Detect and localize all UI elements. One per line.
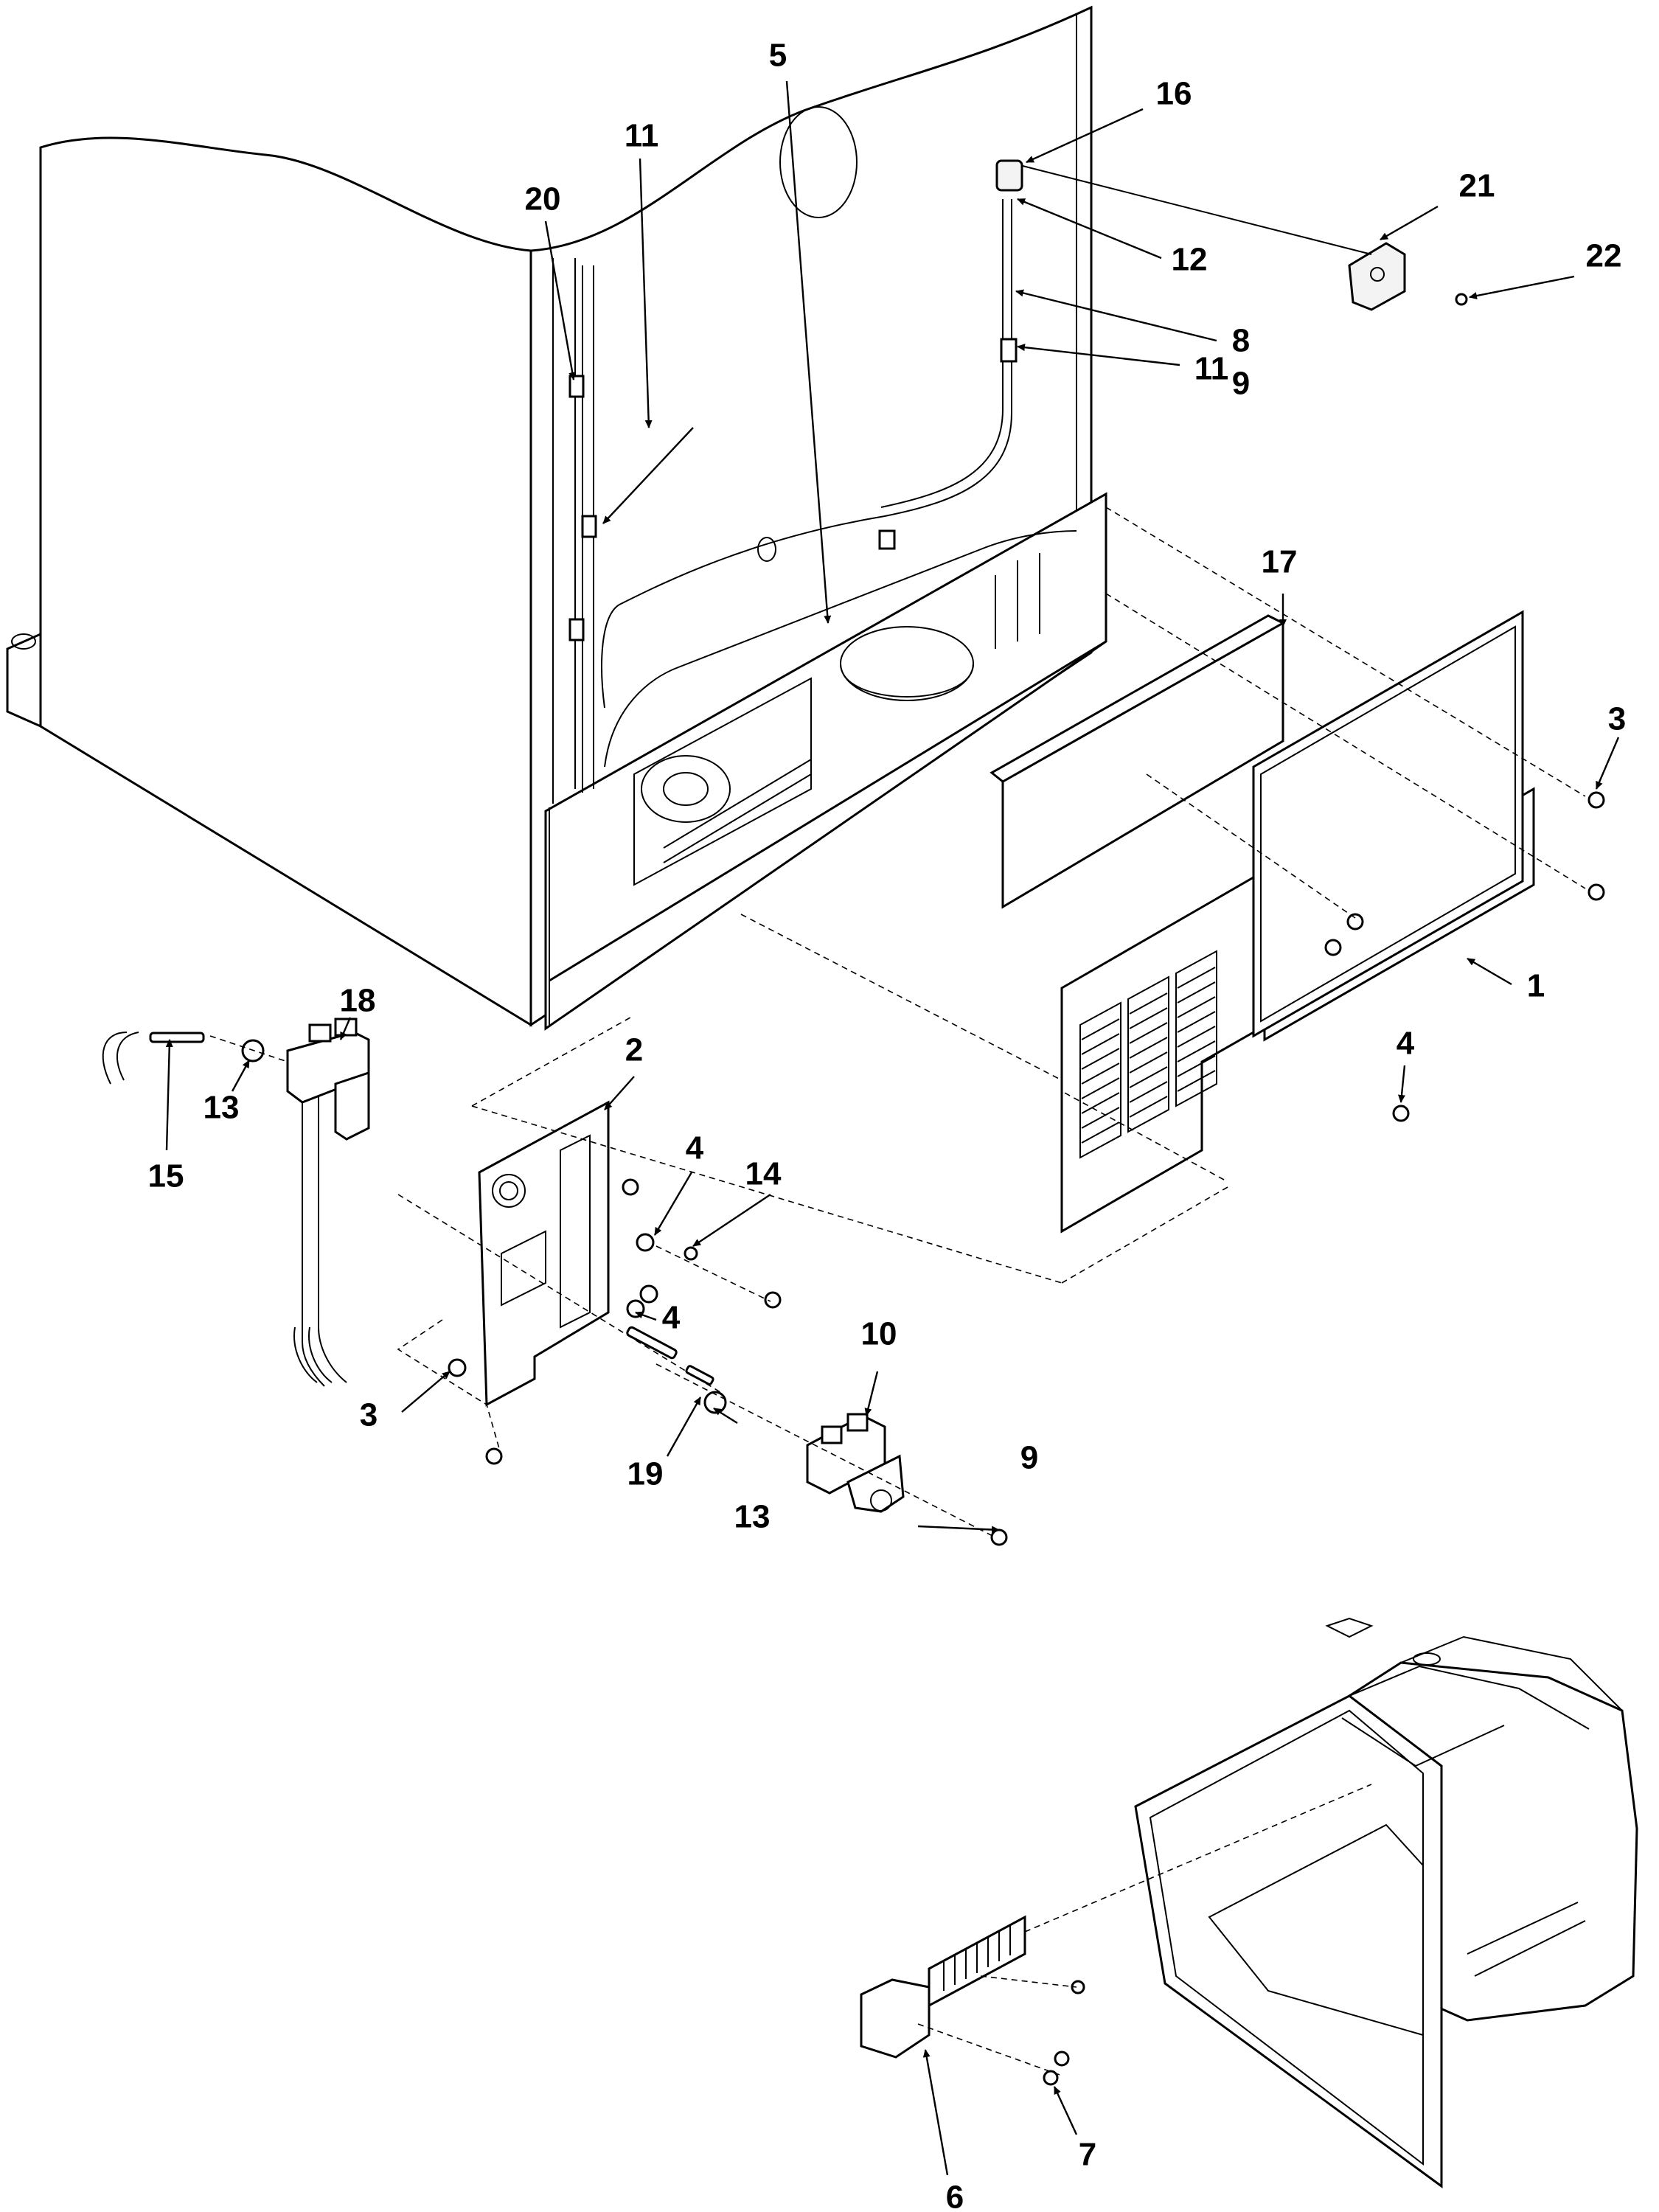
callout-3: 3 [360, 1397, 378, 1433]
callout-20: 20 [525, 181, 561, 218]
callout-3: 3 [1608, 701, 1626, 737]
callout-16: 16 [1156, 76, 1192, 112]
callout-6: 6 [946, 2180, 964, 2212]
callout-14: 14 [745, 1156, 782, 1192]
callout-11: 11 [625, 118, 659, 154]
single-water-valve [626, 1326, 1008, 1546]
callout-11: 11 [1194, 351, 1229, 387]
callout-13: 13 [734, 1499, 771, 1535]
callout-5: 5 [769, 38, 787, 74]
valve-bracket [448, 1100, 782, 1465]
callout-labels: 1 2 3 3 4 4 4 5 6 7 8 9 9 10 11 11 12 13… [148, 38, 1627, 2212]
dual-water-valve [102, 1018, 370, 1387]
callout-2: 2 [625, 1032, 643, 1068]
tube-bracket [1022, 165, 1468, 311]
ice-maker [860, 1915, 1085, 2086]
refrigerator-cabinet [6, 5, 1107, 1031]
callout-leaders [165, 80, 1620, 2176]
callout-15: 15 [148, 1158, 184, 1194]
callout-7: 7 [1079, 2137, 1096, 2173]
callout-22: 22 [1586, 238, 1622, 274]
callout-17: 17 [1262, 544, 1298, 580]
callout-9: 9 [1020, 1440, 1038, 1476]
callout-21: 21 [1459, 168, 1495, 204]
assembly-guide-lines [209, 507, 1586, 2076]
callout-4: 4 [662, 1300, 681, 1336]
freezer-ice-compartment [1134, 1617, 1638, 2188]
callout-12: 12 [1172, 242, 1208, 278]
callout-4: 4 [686, 1130, 704, 1166]
cover-screws [1324, 791, 1605, 1122]
callout-4: 4 [1397, 1026, 1415, 1062]
callout-9: 9 [1232, 366, 1250, 402]
callout-1: 1 [1527, 968, 1545, 1004]
callout-18: 18 [340, 983, 376, 1019]
callout-19: 19 [627, 1456, 664, 1492]
insulation-block [990, 614, 1286, 909]
callout-8: 8 [1232, 323, 1250, 359]
callout-13: 13 [204, 1090, 240, 1126]
callout-10: 10 [861, 1316, 897, 1352]
